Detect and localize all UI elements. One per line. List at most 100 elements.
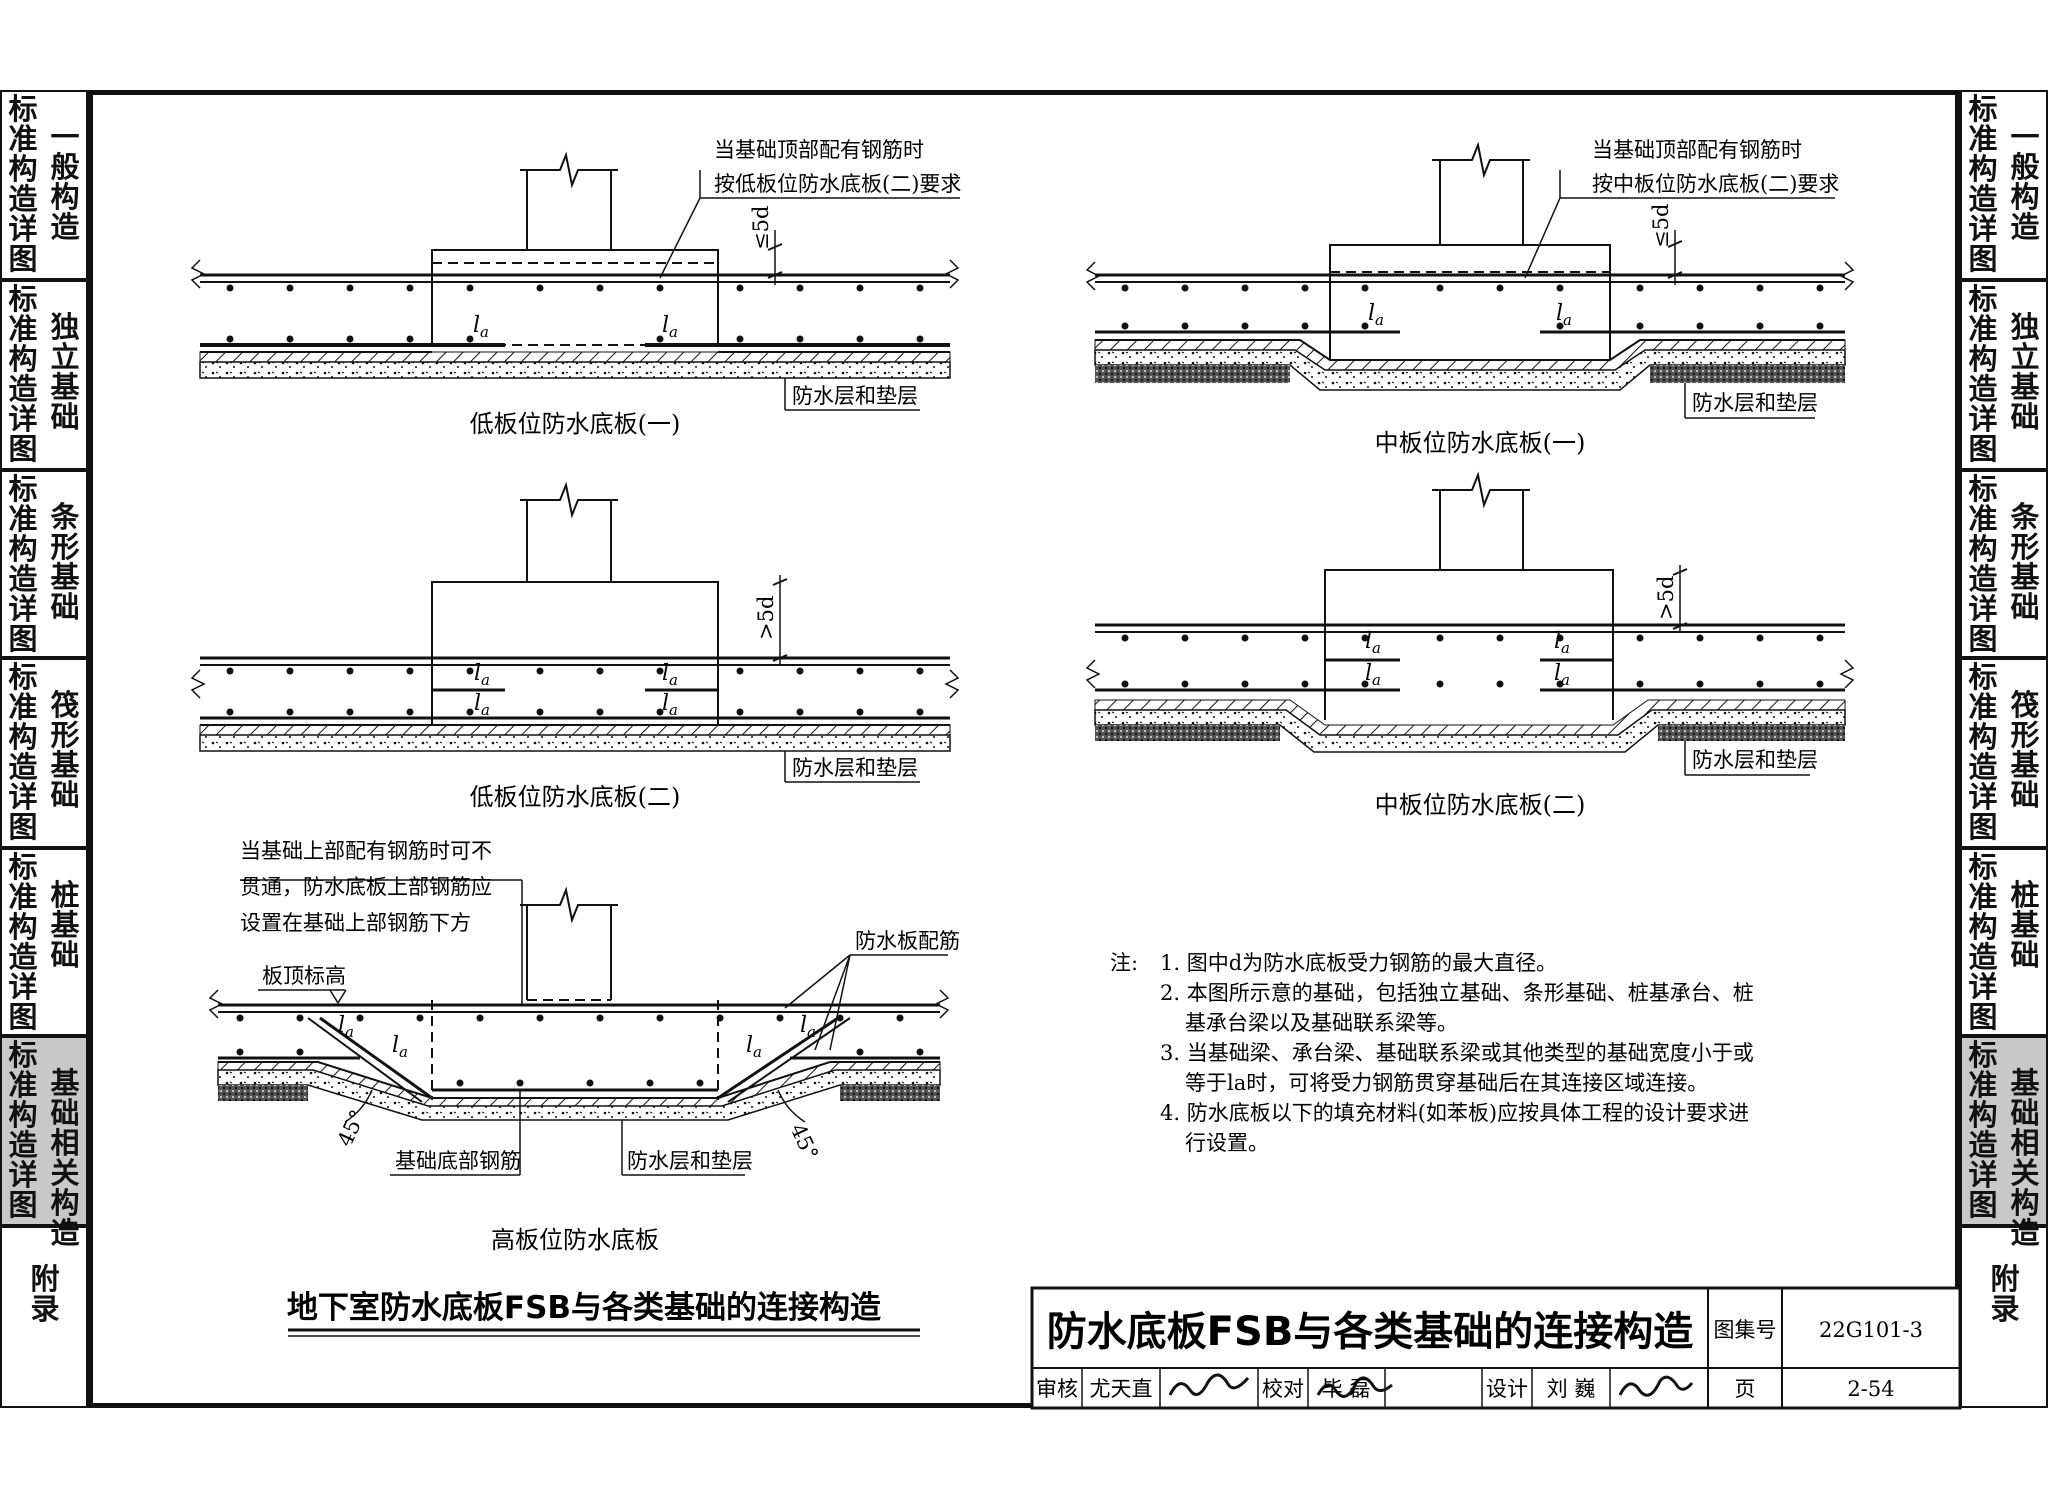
chapter-tab-2[interactable]: 标准构造详图独立基础 (1960, 280, 2048, 470)
chapter-tab-sub-label: 筏形基础 (2010, 688, 2040, 812)
high-angle-right: 45° (785, 1120, 822, 1164)
low1-note-line2: 按低板位防水底板(二)要求 (714, 172, 961, 196)
chapter-tab-sub-label: 桩基础 (50, 878, 80, 972)
note-line-4: 3. 当基础梁、承台梁、基础联系梁或其他类型的基础宽度小于或 (1160, 1041, 1754, 1065)
chapter-tab-6[interactable]: 标准构造详图基础相关构造 (1960, 1036, 2048, 1248)
low2-la-3: la (662, 661, 678, 689)
mid2-caption: 中板位防水底板(二) (1375, 791, 1586, 819)
mid1-note-line2: 按中板位防水底板(二)要求 (1592, 172, 1839, 196)
checker-signature (1316, 1376, 1393, 1398)
designer-signature (1618, 1375, 1694, 1397)
low1-la-left: la (473, 313, 489, 341)
high-rebar-label: 防水板配筋 (855, 929, 960, 953)
low1-layer-label: 防水层和垫层 (792, 384, 918, 408)
chapter-tab-sub-label: 基础相关构造 (2010, 1066, 2040, 1250)
chapter-tab-sub-label: 桩基础 (2010, 878, 2040, 972)
chapter-tab-sub-label: 条形基础 (2010, 500, 2040, 624)
title-block (1030, 1286, 1962, 1410)
chapter-tab-sub-label: 独立基础 (50, 310, 80, 434)
low2-caption: 低板位防水底板(二) (470, 783, 681, 811)
chapter-tab-1[interactable]: 标准构造详图一般构造 (0, 90, 88, 280)
chapter-tab-2[interactable]: 标准构造详图独立基础 (0, 280, 88, 470)
check-label: 校对 (1262, 1377, 1304, 1401)
chapter-tab-5[interactable]: 标准构造详图桩基础 (1960, 848, 2048, 1036)
mid2-la-2: la (1365, 661, 1381, 689)
low2-la-2: la (474, 691, 490, 719)
low2-layer-label: 防水层和垫层 (792, 756, 918, 780)
chapter-tab-main-label: 标准构造详图 (1968, 1038, 1998, 1222)
mid1-note-line1: 当基础顶部配有钢筋时 (1592, 138, 1802, 162)
chapter-tab-sub-label: 一般构造 (2010, 120, 2040, 244)
high-la-4: la (800, 1013, 816, 1041)
mid2-la-3: la (1554, 629, 1570, 657)
chapter-tab-main-label: 标准构造详图 (8, 472, 38, 656)
atlas-label: 图集号 (1714, 1318, 1777, 1342)
note-line-3: 基承台梁以及基础联系梁等。 (1185, 1011, 1458, 1035)
mid2-dimension: >5d (1654, 576, 1678, 620)
chapter-tab-6[interactable]: 标准构造详图基础相关构造 (0, 1036, 88, 1248)
note-line-2: 2. 本图所示意的基础，包括独立基础、条形基础、桩基承台、桩 (1160, 981, 1754, 1005)
mid1-la-right: la (1556, 301, 1572, 329)
note-line-5: 等于la时，可将受力钢筋贯穿基础后在其连接区域连接。 (1185, 1071, 1708, 1095)
chapter-tab-sub-label: 筏形基础 (50, 688, 80, 812)
low1-caption: 低板位防水底板(一) (470, 410, 681, 438)
notes-title: 注: (1110, 951, 1138, 975)
chapter-tab-main-label: 标准构造详图 (8, 1038, 38, 1222)
reviewer-signature (1168, 1373, 1250, 1396)
note-line-7: 行设置。 (1185, 1131, 1269, 1155)
high-bottom-rebar-label: 基础底部钢筋 (395, 1149, 521, 1173)
low1-la-right: la (662, 313, 678, 341)
chapter-tab-5[interactable]: 标准构造详图桩基础 (0, 848, 88, 1036)
chapter-tab-main-label: 标准构造详图 (8, 850, 38, 1034)
chapter-tab-sub-label: 一般构造 (50, 120, 80, 244)
high-la-1: la (338, 1013, 354, 1041)
drawing-frame (88, 90, 1960, 1408)
chapter-tab-main-label: 标准构造详图 (1968, 850, 1998, 1034)
reviewer-name: 尤天直 (1090, 1377, 1153, 1401)
review-label: 审核 (1036, 1377, 1078, 1401)
high-layer-label: 防水层和垫层 (627, 1149, 753, 1173)
low2-la-1: la (474, 661, 490, 689)
high-caption: 高板位防水底板 (491, 1226, 659, 1254)
mid1-la-left: la (1368, 301, 1384, 329)
chapter-tab-main-label: 标准构造详图 (1968, 282, 1998, 466)
page-number: 2-54 (1847, 1377, 1894, 1401)
chapter-tab-3[interactable]: 标准构造详图条形基础 (1960, 470, 2048, 658)
designer-name: 刘 巍 (1547, 1377, 1596, 1401)
low1-dimension: ≤5d (749, 206, 773, 250)
chapter-tab-1[interactable]: 标准构造详图一般构造 (1960, 90, 2048, 280)
low2-la-4: la (662, 691, 678, 719)
high-note-line3: 设置在基础上部钢筋下方 (240, 911, 471, 935)
chapter-tab-7[interactable]: 附录 (0, 1226, 88, 1408)
high-angle-left: 45° (333, 1106, 370, 1150)
chapter-tab-sub-label: 独立基础 (2010, 310, 2040, 434)
high-top-level-label: 板顶标高 (262, 964, 346, 988)
chapter-tab-sub-label: 附录 (30, 1262, 60, 1326)
mid2-layer-label: 防水层和垫层 (1692, 748, 1818, 772)
chapter-tab-main-label: 标准构造详图 (8, 92, 38, 276)
atlas-number: 22G101-3 (1819, 1318, 1923, 1342)
title-block-title: 防水底板FSB与各类基础的连接构造 (1047, 1309, 1694, 1355)
mid1-dimension: ≤5d (1649, 204, 1673, 248)
design-label: 设计 (1486, 1377, 1528, 1401)
chapter-tab-main-label: 标准构造详图 (1968, 472, 1998, 656)
diagram-low-plate-1 (190, 151, 960, 411)
high-note-line1: 当基础上部配有钢筋时可不 (240, 839, 492, 863)
chapter-tab-4[interactable]: 标准构造详图筏形基础 (1960, 658, 2048, 848)
chapter-tab-main-label: 标准构造详图 (8, 660, 38, 844)
mid1-layer-label: 防水层和垫层 (1692, 391, 1818, 415)
chapter-tab-sub-label: 条形基础 (50, 500, 80, 624)
mid1-caption: 中板位防水底板(一) (1375, 429, 1586, 457)
chapter-tab-3[interactable]: 标准构造详图条形基础 (0, 470, 88, 658)
checker-name: 毕 磊 (1322, 1377, 1371, 1401)
chapter-tab-main-label: 标准构造详图 (1968, 92, 1998, 276)
page-label: 页 (1735, 1377, 1756, 1401)
high-la-2: la (392, 1033, 408, 1061)
note-line-1: 1. 图中d为防水底板受力钢筋的最大直径。 (1160, 951, 1557, 975)
diagram-high-plate (208, 879, 950, 1176)
chapter-tab-4[interactable]: 标准构造详图筏形基础 (0, 658, 88, 848)
diagram-mid-plate-2 (1085, 471, 1855, 776)
note-line-6: 4. 防水底板以下的填充材料(如苯板)应按具体工程的设计要求进 (1160, 1101, 1749, 1125)
chapter-tab-sub-label: 基础相关构造 (50, 1066, 80, 1250)
